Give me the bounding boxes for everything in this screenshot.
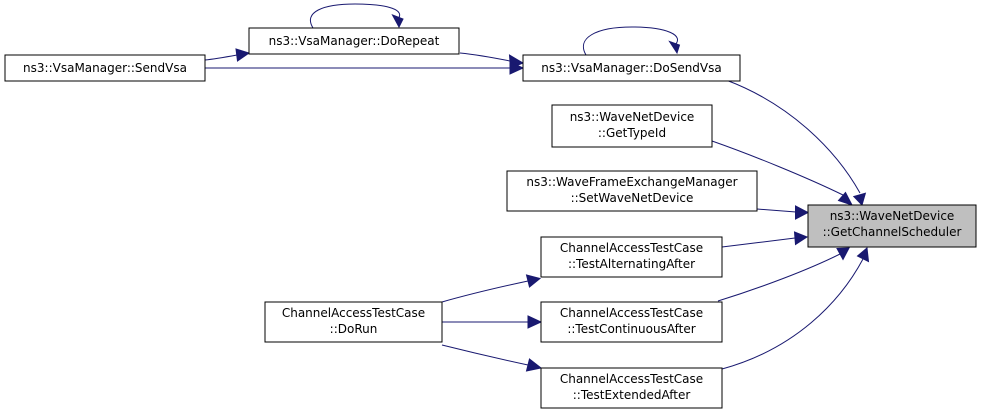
edge-set-wave-net-device-to-get-channel-scheduler (756, 205, 810, 220)
edge-send-vsa-to-do-send-vsa (205, 61, 525, 75)
node-label-line: ChannelAccessTestCase (560, 372, 703, 386)
node-do-run[interactable]: ChannelAccessTestCase ::DoRun (264, 301, 443, 343)
edge-send-vsa-to-do-repeat (204, 48, 251, 62)
node-label-line: ::TestExtendedAfter (573, 388, 691, 402)
edge-do-send-vsa-self-loop (583, 26, 681, 56)
edge-test-continuous-after-to-get-channel-scheduler (717, 247, 850, 302)
edge-test-extended-after-to-get-channel-scheduler (721, 247, 870, 370)
edge-test-alternating-after-to-get-channel-scheduler (721, 231, 809, 248)
edge-do-run-to-test-extended-after (441, 344, 543, 372)
node-label-line: ns3::WaveNetDevice (830, 209, 955, 223)
edge-do-repeat-self-loop (310, 3, 404, 29)
edge-do-send-vsa-to-get-channel-scheduler (725, 79, 867, 206)
node-send-vsa[interactable]: ns3::VsaManager::SendVsa (4, 54, 206, 82)
node-test-alternating-after[interactable]: ChannelAccessTestCase ::TestAlternatingA… (540, 236, 723, 278)
edge-get-type-id-to-get-channel-scheduler (711, 140, 854, 206)
node-do-send-vsa[interactable]: ns3::VsaManager::DoSendVsa (522, 54, 741, 82)
edge-do-run-to-test-alternating-after (441, 274, 542, 303)
node-label-line: ns3::VsaManager::DoSendVsa (541, 61, 722, 75)
node-test-extended-after[interactable]: ChannelAccessTestCase ::TestExtendedAfte… (540, 367, 723, 409)
node-label-line: ns3::WaveFrameExchangeManager (526, 175, 737, 189)
node-label-line: ChannelAccessTestCase (560, 306, 703, 320)
node-label-line: ns3::VsaManager::DoRepeat (269, 34, 440, 48)
node-label-line: ::DoRun (330, 322, 378, 336)
node-label-line: ::TestAlternatingAfter (568, 257, 695, 271)
node-label-line: ns3::VsaManager::SendVsa (23, 61, 187, 75)
node-label-line: ::TestContinuousAfter (567, 322, 695, 336)
node-label-line: ::SetWaveNetDevice (571, 191, 694, 205)
node-label-line: ns3::WaveNetDevice (570, 110, 695, 124)
node-label-line: ChannelAccessTestCase (560, 241, 703, 255)
edges (204, 3, 870, 372)
node-label-line: ChannelAccessTestCase (282, 306, 425, 320)
node-do-repeat[interactable]: ns3::VsaManager::DoRepeat (248, 27, 460, 55)
node-get-channel-scheduler[interactable]: ns3::WaveNetDevice ::GetChannelScheduler (807, 204, 977, 248)
nodes: ns3::WaveNetDevice ::GetChannelScheduler… (4, 27, 977, 409)
node-get-type-id[interactable]: ns3::WaveNetDevice ::GetTypeId (551, 104, 713, 148)
edge-do-run-to-test-continuous-after (442, 315, 543, 329)
node-test-continuous-after[interactable]: ChannelAccessTestCase ::TestContinuousAf… (540, 301, 723, 343)
node-label-line: ::GetChannelScheduler (823, 225, 962, 239)
node-set-wave-net-device[interactable]: ns3::WaveFrameExchangeManager ::SetWaveN… (506, 170, 758, 212)
node-label-line: ::GetTypeId (598, 126, 666, 140)
